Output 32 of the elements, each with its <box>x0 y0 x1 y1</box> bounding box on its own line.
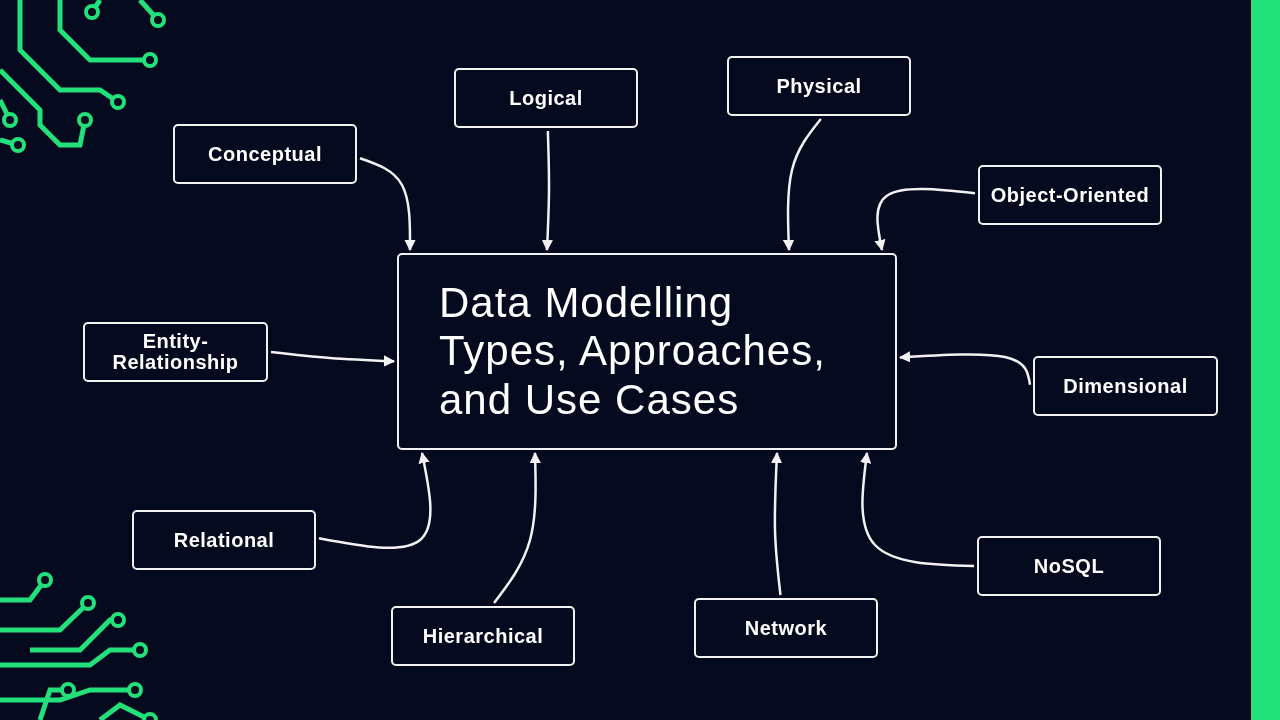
process-box <box>391 606 575 666</box>
box-label: NoSQL <box>1033 555 1105 577</box>
process-box <box>83 322 268 382</box>
box-label: Conceptual <box>208 143 322 165</box>
process-box <box>694 598 878 658</box>
process-box <box>132 510 316 570</box>
arrow <box>898 351 1032 385</box>
arrow <box>770 451 783 596</box>
box-label: Relational <box>173 529 275 551</box>
arrow <box>359 157 416 252</box>
arrow <box>318 451 432 549</box>
process-box <box>454 68 638 128</box>
box-label: Physical <box>776 75 862 97</box>
title-box <box>397 253 897 450</box>
box-label: Object-Oriented <box>990 184 1150 206</box>
process-box <box>978 165 1162 225</box>
box-label: Dimensional <box>1063 375 1188 397</box>
process-box <box>173 124 357 184</box>
arrow <box>860 451 975 568</box>
process-box <box>727 56 911 116</box>
box-label: Entity-Relationship <box>111 331 240 373</box>
arrow <box>493 451 541 604</box>
arrow <box>783 118 822 252</box>
arrow <box>874 187 976 252</box>
arrow <box>270 350 396 367</box>
process-box <box>977 536 1161 596</box>
title-text: Data Modelling Types, Approaches, and Use Cases <box>439 279 827 424</box>
box-label: Hierarchical <box>422 625 544 647</box>
box-label: Network <box>744 617 828 639</box>
process-box <box>1033 356 1218 416</box>
box-label: Logical <box>509 87 583 109</box>
arrow <box>541 130 554 252</box>
